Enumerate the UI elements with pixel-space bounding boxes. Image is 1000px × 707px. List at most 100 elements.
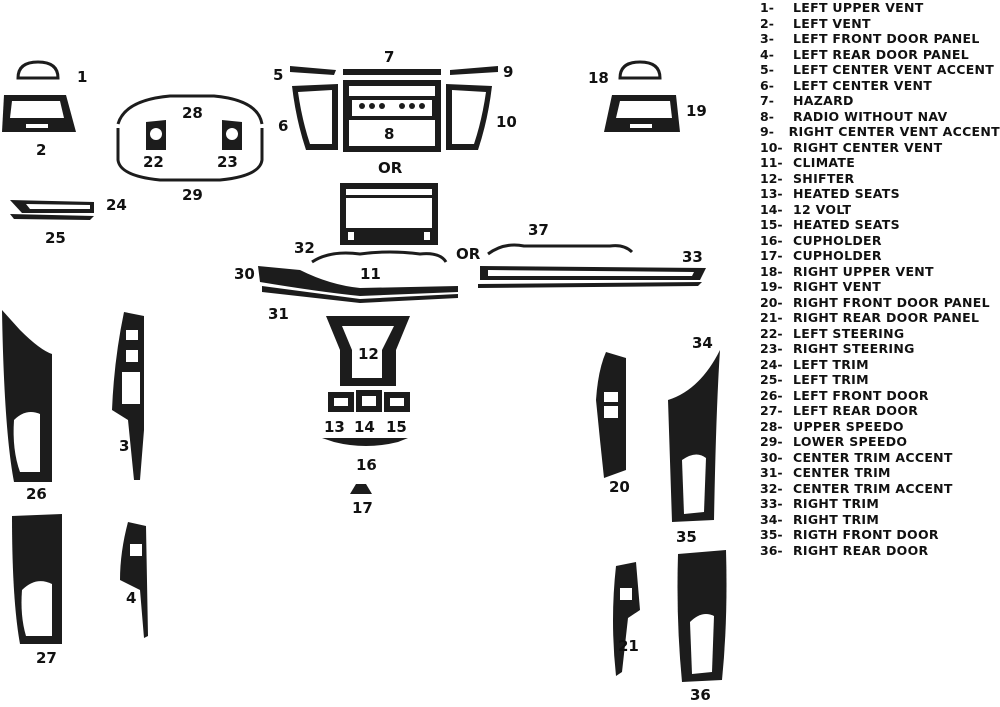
- part-center-trim: [262, 286, 458, 303]
- legend-number: 6-: [760, 77, 774, 93]
- legend-number: 21-: [760, 310, 783, 325]
- callout-15: 15: [386, 418, 407, 436]
- legend-label: CUPHOLDER: [793, 232, 882, 248]
- part-left-front-door-panel: [112, 312, 144, 480]
- legend-row: 19-RIGHT VENT: [760, 279, 1000, 295]
- part-radio-nav-alt: [340, 183, 438, 245]
- legend-row: 7- HAZARD: [760, 93, 1000, 109]
- callout-11: 11: [360, 265, 381, 283]
- part-right-steering: [222, 120, 242, 150]
- legend-number: 9-: [760, 124, 774, 139]
- callout-23: 23: [217, 153, 238, 171]
- legend-label: CENTER TRIM ACCENT: [793, 480, 953, 496]
- legend-row: 25-LEFT TRIM: [760, 372, 1000, 388]
- legend-label: RIGHT TRIM: [793, 496, 880, 511]
- legend-number: 34-: [760, 511, 783, 527]
- legend-number: 12-: [760, 170, 783, 186]
- legend-label: LEFT TRIM: [793, 356, 869, 372]
- legend-number: 30-: [760, 449, 783, 465]
- callout-31: 31: [268, 305, 289, 323]
- legend-row: 11-CLIMATE: [760, 155, 1000, 171]
- callout-22: 22: [143, 153, 164, 171]
- legend-number: 31-: [760, 465, 783, 480]
- legend-label: RIGHT CENTER VENT: [793, 139, 943, 155]
- part-cupholder-16: [322, 438, 408, 446]
- legend-row: 1-LEFT UPPER VENT: [760, 0, 1000, 16]
- legend-row: 24-LEFT TRIM: [760, 357, 1000, 373]
- legend-row: 31- CENTER TRIM: [760, 465, 1000, 481]
- legend-row: 5-LEFT CENTER VENT ACCENT: [760, 62, 1000, 78]
- legend-row: 3- LEFT FRONT DOOR PANEL: [760, 31, 1000, 47]
- part-left-rear-door-panel: [120, 522, 148, 638]
- callout-27: 27: [36, 649, 57, 667]
- legend-number: 19-: [760, 279, 783, 294]
- part-left-vent: [2, 95, 76, 132]
- callout-16: 16: [356, 456, 377, 474]
- legend-number: 29-: [760, 434, 783, 449]
- legend-row: 34-RIGHT TRIM: [760, 512, 1000, 528]
- legend-label: LEFT REAR DOOR: [793, 403, 919, 418]
- callout-35: 35: [676, 528, 697, 546]
- legend-number: 4-: [760, 46, 774, 62]
- legend-row: 21-RIGHT REAR DOOR PANEL: [760, 310, 1000, 326]
- legend-number: 15-: [760, 217, 783, 232]
- callout-3: 3: [119, 437, 129, 455]
- legend-label: HAZARD: [793, 93, 854, 108]
- legend-row: 2-LEFT VENT: [760, 16, 1000, 32]
- legend-number: 33-: [760, 496, 783, 511]
- legend-label: CENTER TRIM: [793, 465, 891, 480]
- legend-number: 16-: [760, 232, 783, 248]
- legend-row: 27-LEFT REAR DOOR: [760, 403, 1000, 419]
- callout-29: 29: [182, 186, 203, 204]
- legend-number: 7-: [760, 93, 774, 108]
- callout-13: 13: [324, 418, 345, 436]
- legend-label: LEFT CENTER VENT: [793, 77, 933, 93]
- legend-label: RIGHT STEERING: [793, 341, 915, 356]
- part-left-center-vent: [292, 84, 338, 150]
- part-right-vent: [604, 95, 680, 132]
- or-label-1: OR: [378, 159, 403, 177]
- callout-25: 25: [45, 229, 66, 247]
- legend-label: LEFT FRONT DOOR PANEL: [793, 31, 980, 46]
- callout-26: 26: [26, 485, 47, 503]
- callout-10: 10: [496, 113, 517, 131]
- legend-number: 3-: [760, 31, 774, 46]
- part-left-upper-vent: [16, 60, 60, 80]
- legend-row: 16- CUPHOLDER: [760, 233, 1000, 249]
- legend-number: 5-: [760, 62, 774, 77]
- callout-5: 5: [273, 66, 283, 84]
- legend-row: 20-RIGHT FRONT DOOR PANEL: [760, 295, 1000, 311]
- legend-label: LOWER SPEEDO: [793, 434, 908, 449]
- legend-row: 30-CENTER TRIM ACCENT: [760, 450, 1000, 466]
- legend-row: 12- SHIFTER: [760, 171, 1000, 187]
- callout-6: 6: [278, 117, 288, 135]
- legend-label: LEFT FRONT DOOR: [793, 387, 929, 403]
- legend-number: 10-: [760, 139, 783, 155]
- legend-label: CLIMATE: [793, 155, 856, 170]
- part-12-volt: [356, 390, 382, 412]
- legend-label: LEFT REAR DOOR PANEL: [793, 46, 969, 62]
- part-lower-speedo: [116, 128, 264, 182]
- part-right-rear-door-panel: [613, 562, 640, 676]
- callout-37: 37: [528, 221, 549, 239]
- part-right-center-vent: [446, 84, 492, 150]
- legend-label: LEFT UPPER VENT: [793, 0, 924, 15]
- legend-row: 17-CUPHOLDER: [760, 248, 1000, 264]
- legend-number: 35-: [760, 527, 783, 542]
- callout-2: 2: [36, 141, 46, 159]
- callout-19: 19: [686, 102, 707, 120]
- legend-number: 36-: [760, 542, 783, 558]
- callout-14: 14: [354, 418, 375, 436]
- part-hazard: [343, 69, 441, 75]
- callout-24: 24: [106, 196, 127, 214]
- legend-label: SHIFTER: [793, 170, 855, 186]
- part-left-center-vent-accent: [290, 66, 336, 75]
- legend-label: LEFT STEERING: [793, 325, 905, 341]
- part-right-trim-34: [668, 350, 720, 522]
- part-climate-alt: [487, 243, 634, 256]
- legend-number: 2-: [760, 15, 774, 31]
- callout-28: 28: [182, 104, 203, 122]
- callout-34: 34: [692, 334, 713, 352]
- legend-label: RIGHT REAR DOOR: [793, 542, 929, 558]
